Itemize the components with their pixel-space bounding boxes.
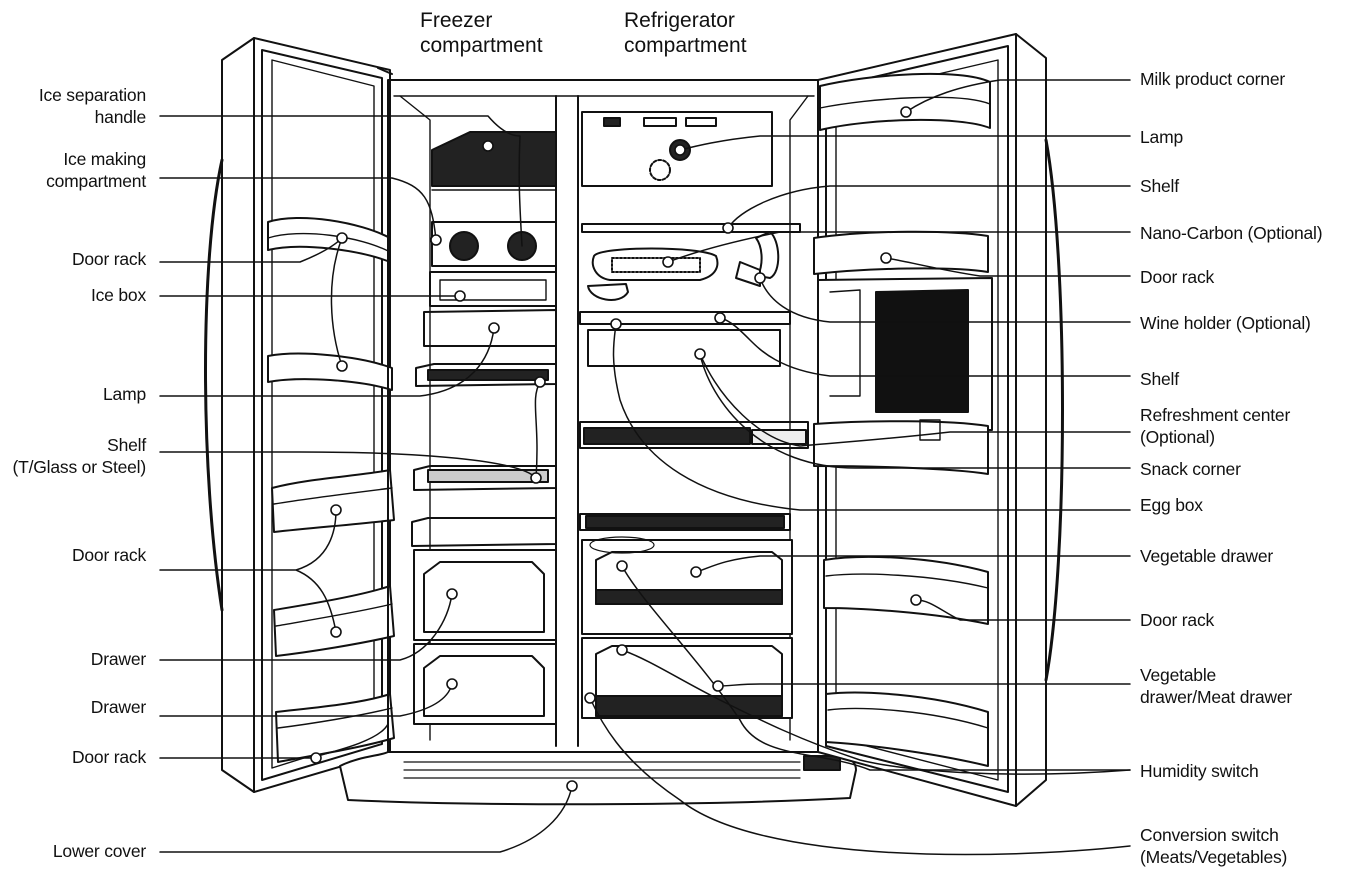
refrigerator-door-rack-top xyxy=(813,230,989,275)
label-line: Humidity switch xyxy=(1140,761,1259,781)
refrigerator-door-rack-bottom xyxy=(825,691,989,767)
freezer-door-rack-2 xyxy=(267,352,393,391)
label-line: Refreshment center xyxy=(1140,405,1291,425)
milk-corner xyxy=(819,72,991,131)
lower-cover xyxy=(339,751,857,806)
label-ice-separation-handle: Ice separation handle xyxy=(39,84,146,128)
label-shelf-left: Shelf (T/Glass or Steel) xyxy=(12,434,146,478)
label-milk-product-corner: Milk product corner xyxy=(1140,68,1285,90)
label-line: Door rack xyxy=(1140,610,1215,630)
label-line: (Meats/Vegetables) xyxy=(1140,847,1288,867)
label-line: Door rack xyxy=(71,747,146,767)
label-door-rack-2: Door rack xyxy=(72,544,146,566)
label-line: Drawer xyxy=(90,649,146,669)
label-lower-cover: Lower cover xyxy=(53,840,146,862)
label-drawer-1: Drawer xyxy=(91,648,146,670)
label-line: Wine holder (Optional) xyxy=(1140,313,1311,333)
label-line: Egg box xyxy=(1140,495,1203,515)
label-vegetable-meat-drawer: Vegetable drawer/Meat drawer xyxy=(1140,664,1292,708)
label-egg-box: Egg box xyxy=(1140,494,1203,516)
label-line: Lower cover xyxy=(52,841,146,861)
refrigerator-shelves xyxy=(579,311,809,531)
label-snack-corner: Snack corner xyxy=(1140,458,1241,480)
label-conversion-switch: Conversion switch (Meats/Vegetables) xyxy=(1140,824,1287,868)
freezer-door-rack-3 xyxy=(271,469,395,533)
label-line: Milk product corner xyxy=(1140,69,1286,89)
header-line: Freezer xyxy=(420,9,493,32)
label-ice-box: Ice box xyxy=(91,284,146,306)
label-line: (T/Glass or Steel) xyxy=(12,457,146,477)
nano-carbon xyxy=(587,231,780,301)
label-line: Door rack xyxy=(71,545,146,565)
ice-box xyxy=(423,271,557,347)
label-line: Vegetable xyxy=(1140,665,1217,685)
label-vegetable-drawer: Vegetable drawer xyxy=(1140,545,1273,567)
label-line: Door rack xyxy=(1140,267,1215,287)
freezer-drawers xyxy=(413,549,557,725)
label-line: (Optional) xyxy=(1140,427,1215,447)
label-nano-carbon: Nano-Carbon (Optional) xyxy=(1140,222,1323,244)
label-line: Conversion switch xyxy=(1140,825,1279,845)
refrigerator-top xyxy=(581,111,801,233)
header-line: Refrigerator xyxy=(624,9,735,32)
label-line: Vegetable drawer xyxy=(1140,546,1274,566)
label-shelf-right-2: Shelf xyxy=(1140,368,1179,390)
label-line: Ice separation xyxy=(38,85,146,105)
label-line: handle xyxy=(94,107,147,127)
freezer-door-rack-1 xyxy=(267,217,391,263)
label-wine-holder: Wine holder (Optional) xyxy=(1140,312,1311,334)
label-shelf-right-1: Shelf xyxy=(1140,175,1179,197)
ice-maker xyxy=(431,131,557,267)
header-line: compartment xyxy=(420,34,543,57)
leader-lines xyxy=(159,79,1131,856)
label-line: Shelf xyxy=(1140,369,1179,389)
label-door-rack-right-2: Door rack xyxy=(1140,609,1214,631)
refrigerator-door-rack-mid xyxy=(823,555,989,625)
label-drawer-2: Drawer xyxy=(91,696,146,718)
label-line: Ice making xyxy=(63,149,146,169)
freezer-shelves xyxy=(411,363,557,547)
label-line: Snack corner xyxy=(1140,459,1241,479)
callout-dots xyxy=(310,106,922,792)
label-line: Lamp xyxy=(1140,127,1183,147)
label-door-rack-3: Door rack xyxy=(72,746,146,768)
label-line: Nano-Carbon (Optional) xyxy=(1140,223,1323,243)
label-line: compartment xyxy=(46,171,146,191)
label-door-rack-1: Door rack xyxy=(72,248,146,270)
label-line: Lamp xyxy=(103,384,146,404)
label-line: Drawer xyxy=(90,697,146,717)
label-line: Door rack xyxy=(71,249,146,269)
freezer-compartment-header: Freezer compartment xyxy=(420,8,543,58)
vegetable-drawers xyxy=(581,536,793,719)
label-refreshment-center: Refreshment center (Optional) xyxy=(1140,404,1290,448)
label-line: drawer/Meat drawer xyxy=(1140,687,1293,707)
label-line: Shelf xyxy=(1140,176,1179,196)
label-humidity-switch: Humidity switch xyxy=(1140,760,1259,782)
label-lamp-left: Lamp xyxy=(103,383,146,405)
refrigerator-compartment-header: Refrigerator compartment xyxy=(624,8,747,58)
label-door-rack-right-1: Door rack xyxy=(1140,266,1214,288)
freezer-door xyxy=(204,37,393,793)
label-line: Shelf xyxy=(107,435,146,455)
label-line: Ice box xyxy=(90,285,146,305)
label-ice-making-compartment: Ice making compartment xyxy=(46,148,146,192)
header-line: compartment xyxy=(624,34,747,57)
refreshment-center xyxy=(813,277,993,475)
label-lamp-right: Lamp xyxy=(1140,126,1183,148)
